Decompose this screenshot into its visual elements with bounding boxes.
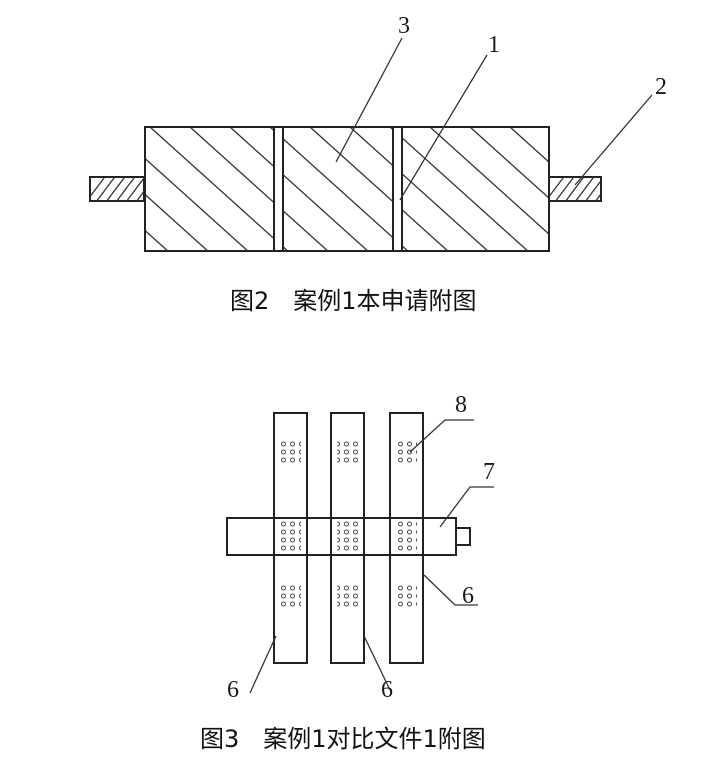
hole-group (280, 583, 301, 607)
shaft (226, 517, 471, 556)
disc-3 (389, 412, 424, 664)
segment-separator-2 (392, 127, 403, 251)
leader-line-6-right (423, 574, 478, 606)
hole-group (396, 520, 417, 553)
left-shaft (89, 176, 145, 202)
hole-group (337, 441, 358, 465)
leader-line-7 (439, 486, 494, 528)
hole-group (337, 583, 358, 607)
label-2: 2 (655, 74, 667, 100)
leader-line-2 (574, 94, 653, 186)
label-7: 7 (483, 459, 495, 485)
figure-3: 8 7 6 6 6 图3 案例1对比文件1附图 (200, 392, 495, 753)
label-3: 3 (398, 13, 410, 39)
hole-group (280, 520, 301, 553)
roller-body (144, 126, 550, 252)
leader-line-1 (399, 54, 488, 201)
segment-separator-1 (273, 127, 284, 251)
label-1: 1 (488, 32, 500, 58)
leader-line-3 (335, 37, 403, 163)
hole-group (396, 441, 417, 465)
figure-3-caption: 图3 案例1对比文件1附图 (200, 725, 486, 753)
hole-group (280, 441, 301, 465)
figure-2-caption: 图2 案例1本申请附图 (230, 287, 477, 315)
label-6-left: 6 (227, 677, 239, 703)
leader-line-8 (409, 419, 474, 453)
leader-line-6-mid (363, 635, 391, 691)
disc-2 (330, 412, 365, 664)
label-6-right: 6 (462, 583, 474, 609)
hole-group (337, 520, 358, 553)
hole-group (396, 583, 417, 607)
label-6-mid: 6 (381, 677, 393, 703)
right-shaft (548, 176, 602, 202)
figure-2: 3 1 2 图2 案例1本申请附图 (89, 13, 667, 315)
shaft-end (455, 527, 471, 546)
disc-1 (273, 412, 308, 664)
leader-line-6-left (249, 635, 277, 694)
label-8: 8 (455, 392, 467, 418)
